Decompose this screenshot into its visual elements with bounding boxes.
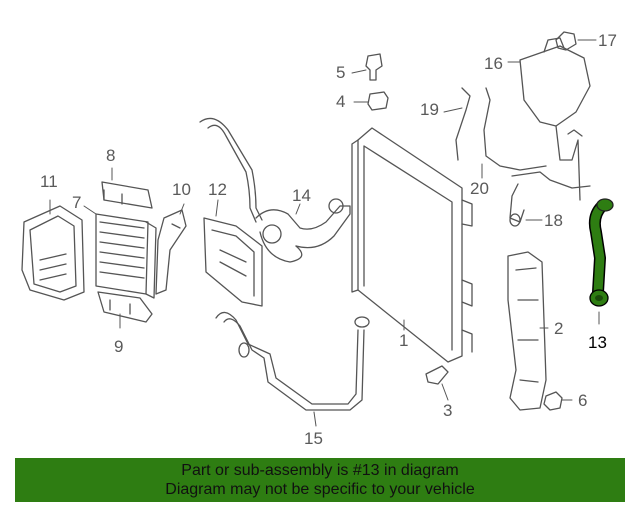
part-5-bleeder [365, 53, 383, 81]
callout-19: 19 [420, 100, 439, 119]
part-1-radiator [351, 127, 473, 363]
part-13-hose-highlighted [588, 198, 614, 307]
banner-line-2: Diagram may not be specific to your vehi… [165, 481, 475, 498]
part-12-shroud [203, 217, 263, 307]
banner-line-1: Part or sub-assembly is #13 in diagram [181, 462, 459, 479]
part-8-bracket [101, 181, 153, 209]
callout-4: 4 [336, 92, 346, 111]
callout-7: 7 [72, 193, 82, 212]
callout-15: 15 [304, 429, 323, 448]
part-10-bracket [155, 209, 187, 295]
callout-6: 6 [578, 391, 588, 410]
callout-5: 5 [336, 63, 346, 82]
part-6-nut [543, 391, 563, 411]
callout-13: 13 [588, 333, 607, 352]
part-11-shroud [21, 205, 85, 301]
part-7-cooler [95, 213, 157, 299]
part-20-line [483, 87, 547, 171]
part-14-hose [199, 117, 351, 263]
callout-14: 14 [292, 186, 311, 205]
part-18-hose [509, 171, 591, 227]
part-19-line [455, 87, 471, 161]
part-2-bracket [507, 251, 547, 411]
callout-11: 11 [40, 172, 58, 191]
part-4-cap [367, 91, 389, 111]
part-15-pipe [215, 311, 370, 411]
parts-diagram [21, 31, 614, 427]
callout-8: 8 [106, 146, 116, 165]
info-banner: Part or sub-assembly is #13 in diagram D… [15, 458, 625, 502]
leader-lines [49, 39, 600, 427]
callout-16: 16 [484, 54, 503, 73]
callout-10: 10 [172, 180, 191, 199]
part-9-bracket [97, 291, 153, 323]
callout-2: 2 [554, 319, 564, 338]
callout-12: 12 [208, 180, 227, 199]
callout-17: 17 [598, 31, 617, 50]
part-3-bracket [425, 365, 449, 385]
callout-9: 9 [114, 337, 124, 356]
callout-18: 18 [544, 211, 563, 230]
callout-3: 3 [443, 401, 453, 420]
part-17-cap [555, 31, 577, 51]
callout-20: 20 [470, 179, 489, 198]
part-16-reservoir [519, 37, 591, 201]
callout-1: 1 [399, 331, 409, 350]
